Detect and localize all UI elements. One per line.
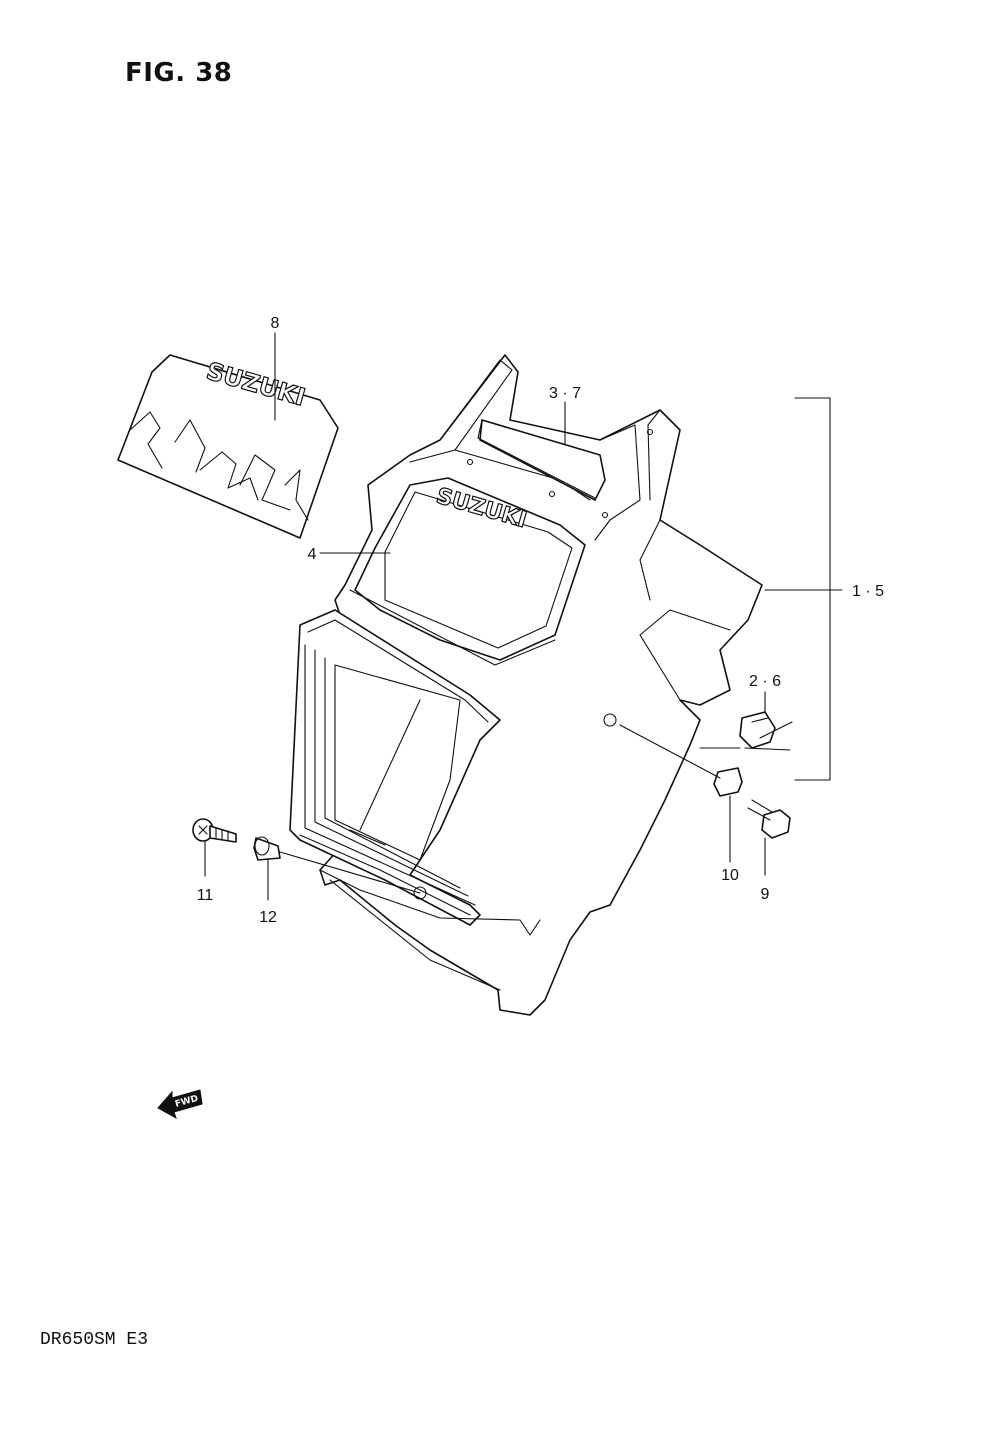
figure-title: FIG. 38: [125, 58, 233, 88]
screw-part-9[interactable]: [747, 799, 791, 839]
fwd-arrow-icon: FWD: [157, 1089, 203, 1120]
decal-part-8[interactable]: SUZUKI: [117, 354, 339, 539]
headlight-cowl-part-1-5[interactable]: SUZUKI: [289, 354, 763, 1016]
grommet-part-2-6[interactable]: [739, 711, 776, 749]
callout-3-7: 3 · 7: [549, 385, 581, 402]
callout-8: 8: [271, 315, 280, 332]
bolt-part-11[interactable]: [192, 818, 237, 843]
callout-10: 10: [721, 867, 739, 884]
model-code: DR650SM E3: [40, 1330, 149, 1350]
callout-11: 11: [197, 887, 214, 904]
spacer-part-12[interactable]: [253, 836, 281, 861]
callout-1-5: 1 · 5: [852, 583, 884, 600]
callout-12: 12: [259, 909, 277, 926]
pad-part-3-7[interactable]: [477, 419, 606, 501]
callout-9: 9: [761, 886, 770, 903]
collar-part-10[interactable]: [713, 767, 743, 797]
callout-2-6: 2 · 6: [749, 673, 781, 690]
callout-4: 4: [308, 546, 317, 563]
leader-lines: [204, 332, 843, 901]
